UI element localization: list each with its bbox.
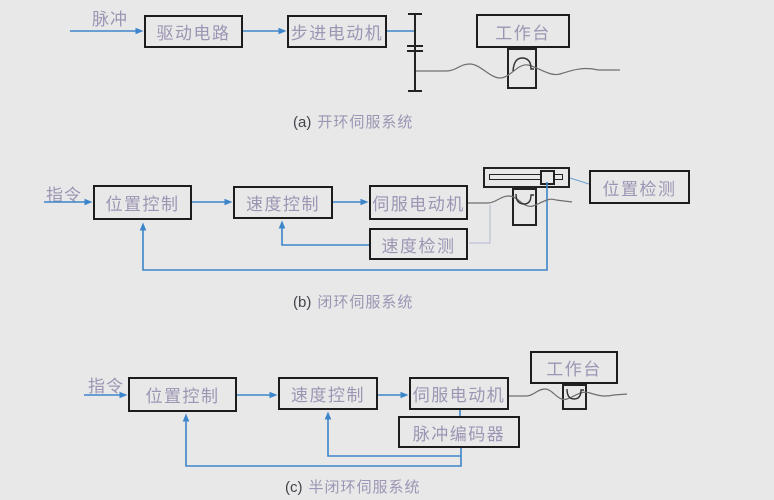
ball-nut-box-a bbox=[507, 48, 537, 89]
box-worktable-c: 工作台 bbox=[530, 351, 618, 384]
input-label-command-c: 指令 bbox=[88, 377, 124, 396]
caption-a-label: 开环伺服系统 bbox=[317, 114, 414, 131]
box-worktable-a: 工作台 bbox=[476, 14, 570, 48]
box-speed-control-b: 速度控制 bbox=[233, 186, 333, 219]
box-worktable-c-label: 工作台 bbox=[546, 360, 602, 379]
box-stepper-motor-label: 步进电动机 bbox=[290, 24, 384, 43]
caption-b-label: 闭环伺服系统 bbox=[317, 294, 414, 311]
box-drive-circuit: 驱动电路 bbox=[144, 15, 243, 48]
box-pulse-encoder-label: 脉冲编码器 bbox=[412, 424, 506, 444]
tachometer-link-line bbox=[469, 205, 491, 244]
box-servo-motor-c-label: 伺服电动机 bbox=[412, 386, 506, 405]
box-position-control-b: 位置控制 bbox=[93, 185, 192, 220]
box-servo-motor-b: 伺服电动机 bbox=[369, 185, 468, 220]
caption-c: (c) 半闭环伺服系统 bbox=[285, 476, 421, 497]
caption-b: (b) 闭环伺服系统 bbox=[293, 291, 413, 312]
box-position-control-c: 位置控制 bbox=[128, 377, 237, 412]
box-position-control-c-label: 位置控制 bbox=[145, 387, 220, 406]
box-drive-circuit-label: 驱动电路 bbox=[156, 24, 231, 43]
box-position-detect: 位置检测 bbox=[589, 170, 690, 204]
box-position-control-b-label: 位置控制 bbox=[105, 195, 180, 214]
box-servo-motor-c: 伺服电动机 bbox=[409, 377, 509, 410]
box-servo-motor-b-label: 伺服电动机 bbox=[372, 195, 465, 214]
linear-scale-symbol bbox=[489, 174, 563, 180]
caption-c-label: 半闭环伺服系统 bbox=[308, 479, 421, 496]
box-speed-detect: 速度检测 bbox=[369, 228, 468, 260]
ball-nut-box-b bbox=[512, 188, 537, 226]
box-speed-detect-label: 速度检测 bbox=[381, 236, 456, 256]
ball-nut-box-c bbox=[562, 384, 587, 410]
box-pulse-encoder: 脉冲编码器 bbox=[398, 416, 520, 448]
box-speed-control-c-label: 速度控制 bbox=[291, 386, 365, 405]
box-stepper-motor: 步进电动机 bbox=[287, 15, 387, 48]
caption-c-index: (c) bbox=[285, 479, 303, 496]
box-worktable-a-label: 工作台 bbox=[495, 23, 551, 43]
caption-a: (a) 开环伺服系统 bbox=[293, 111, 413, 132]
caption-a-index: (a) bbox=[293, 114, 312, 131]
scale-reader-symbol bbox=[540, 170, 555, 185]
box-speed-control-c: 速度控制 bbox=[278, 377, 378, 410]
box-speed-control-b-label: 速度控制 bbox=[246, 195, 320, 214]
gear-shaft-symbol-a bbox=[407, 13, 423, 92]
input-label-command-b: 指令 bbox=[46, 186, 82, 205]
caption-b-index: (b) bbox=[293, 294, 312, 311]
input-label-pulse: 脉冲 bbox=[92, 10, 128, 29]
box-position-detect-label: 位置检测 bbox=[602, 179, 677, 199]
